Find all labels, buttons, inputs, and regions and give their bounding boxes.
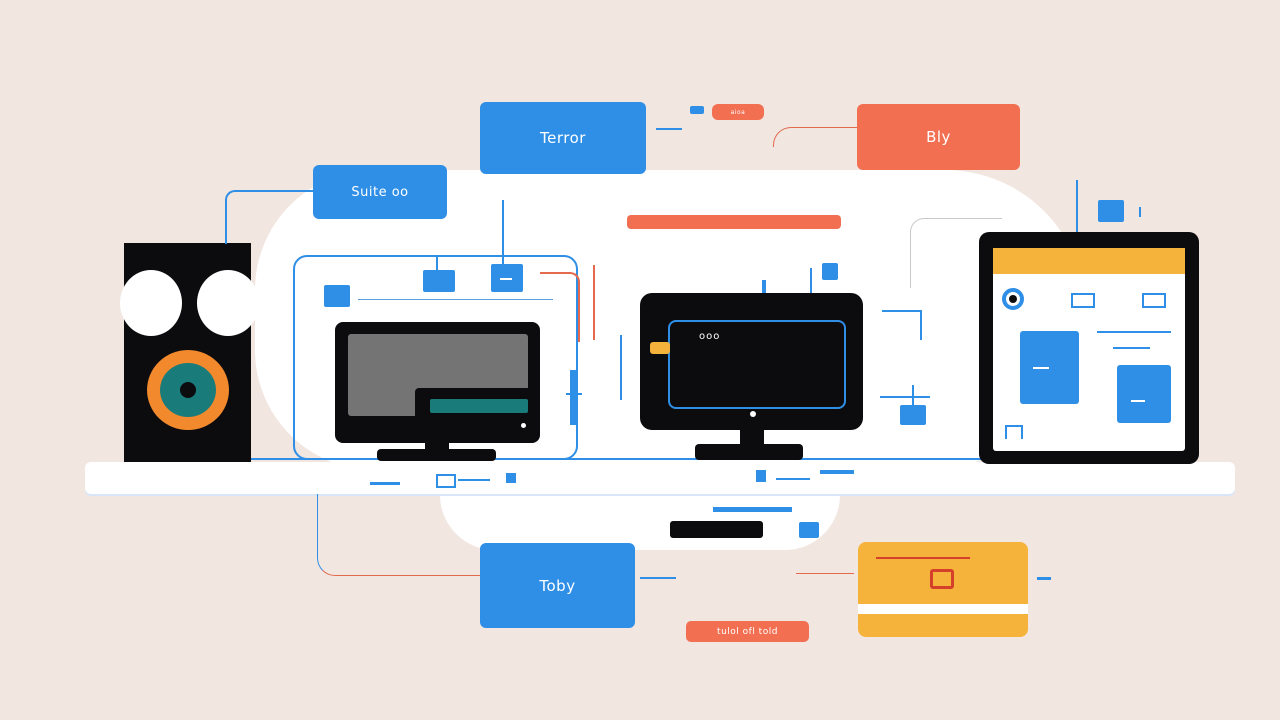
left-chip-3 xyxy=(491,264,523,292)
tablet-screen xyxy=(993,248,1185,451)
center-monitor-tab xyxy=(650,342,670,354)
small-top-pill-text: aioa xyxy=(730,108,746,116)
blue-vline-mid xyxy=(620,335,622,400)
speaker-tweeter-right xyxy=(197,270,259,336)
tablet-box-1 xyxy=(1071,293,1095,308)
blue-bracket-tick xyxy=(566,393,582,395)
center-bottom-bar xyxy=(670,521,763,538)
tablet-card-2-dash xyxy=(1131,400,1145,402)
suite-label[interactable]: Suite oo xyxy=(313,165,447,219)
tablet-header xyxy=(993,248,1185,274)
tablet-line-1 xyxy=(1097,331,1171,333)
speaker-woofer-core xyxy=(180,382,196,398)
center-bottom-line xyxy=(713,507,792,512)
tablet-side-chip xyxy=(1098,200,1124,222)
tablet-card-1-dash xyxy=(1033,367,1049,369)
center-chip-stem xyxy=(810,268,812,294)
connector-bly xyxy=(773,127,858,147)
connector-orange-mid xyxy=(540,272,580,342)
card-chip-icon xyxy=(930,569,954,589)
tablet-card-2 xyxy=(1117,365,1171,423)
connector-terror-dash xyxy=(656,128,682,130)
card-stripe xyxy=(858,604,1028,614)
card-icon[interactable] xyxy=(858,542,1028,637)
bottom-pill-text: tulol ofl told xyxy=(717,626,778,637)
center-monitor-text: ooo xyxy=(699,331,721,342)
speaker-woofer-inner xyxy=(160,363,216,417)
right-hline xyxy=(880,396,930,398)
tablet-radio-dot xyxy=(1009,295,1017,303)
tablet-line-2 xyxy=(1113,347,1150,349)
center-monitor-neck xyxy=(740,430,764,446)
right-bracket xyxy=(882,310,922,340)
floor-mark-2 xyxy=(436,474,456,488)
toby-label[interactable]: Toby xyxy=(480,543,635,628)
connector-grey-right xyxy=(910,218,1002,288)
toby-label-text: Toby xyxy=(539,576,576,595)
left-monitor-bar xyxy=(430,399,528,413)
floor-mark-5 xyxy=(756,470,766,482)
right-chip xyxy=(900,405,926,425)
card-left-line xyxy=(796,573,854,574)
left-monitor-neck xyxy=(425,443,449,453)
center-monitor-stem xyxy=(762,280,766,294)
speaker-woofer xyxy=(147,350,229,430)
tablet-card-1 xyxy=(1020,331,1079,404)
connector-toby xyxy=(317,494,480,576)
left-chip-1 xyxy=(324,285,350,307)
floor-mark-6 xyxy=(776,478,810,480)
toby-right-dash xyxy=(640,577,676,579)
left-monitor-base xyxy=(377,449,496,461)
card-line xyxy=(876,557,970,559)
bottom-pill[interactable]: tulol ofl told xyxy=(686,621,809,642)
tablet-corner-mark xyxy=(1005,425,1023,439)
tablet-radio-icon xyxy=(1002,288,1024,310)
center-bottom-chip xyxy=(799,522,819,538)
tablet-icon[interactable] xyxy=(979,232,1199,464)
center-chip xyxy=(822,263,838,280)
left-monitor-led xyxy=(521,423,526,428)
small-blue-chip xyxy=(690,106,704,114)
terror-label[interactable]: Terror xyxy=(480,102,646,174)
left-chip-2-stem xyxy=(436,255,438,271)
bly-label[interactable]: Bly xyxy=(857,104,1020,170)
speaker-icon xyxy=(120,243,259,462)
terror-label-text: Terror xyxy=(540,129,586,147)
monitor-icon-center[interactable]: ooo xyxy=(640,293,863,430)
floor-mark-4 xyxy=(506,473,516,483)
top-orange-bar xyxy=(627,215,841,229)
left-frame-hline xyxy=(358,299,553,300)
left-chip-3-stem xyxy=(502,200,504,264)
orange-vline-mid xyxy=(593,265,595,340)
speaker-tweeter-left xyxy=(120,270,182,336)
right-chip-stem xyxy=(912,385,914,405)
floor-line xyxy=(250,458,985,460)
card-right-dash xyxy=(1037,577,1051,580)
floor-mark-3 xyxy=(458,479,490,481)
small-top-pill[interactable]: aioa xyxy=(712,104,764,120)
monitor-icon-left[interactable] xyxy=(335,322,540,443)
suite-label-text: Suite oo xyxy=(351,184,409,200)
tablet-right-vline xyxy=(1076,180,1078,232)
center-monitor-base xyxy=(695,444,803,460)
bly-label-text: Bly xyxy=(926,128,951,146)
tablet-box-2 xyxy=(1142,293,1166,308)
connector-suite xyxy=(225,190,315,244)
left-chip-3-dash xyxy=(500,278,512,280)
floor-mark-1 xyxy=(370,482,400,485)
left-chip-2 xyxy=(423,270,455,292)
tablet-side-tick xyxy=(1139,207,1141,217)
floor-bar xyxy=(85,462,1235,494)
blue-bracket-left xyxy=(570,370,576,425)
floor-mark-7 xyxy=(820,470,854,474)
center-monitor-led xyxy=(750,411,756,417)
center-monitor-screen: ooo xyxy=(668,320,846,409)
